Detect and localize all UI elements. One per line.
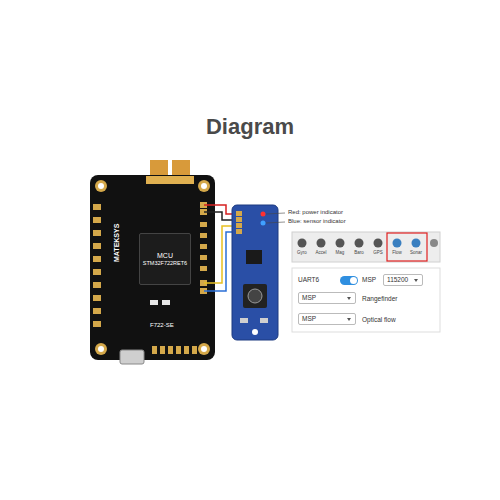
dropdown-value: MSP [302, 315, 316, 322]
solder-pad [160, 346, 165, 354]
icon-label: Accel [315, 250, 326, 255]
leader-line [266, 213, 285, 214]
solder-pad [93, 295, 101, 301]
sensor-icon [317, 239, 326, 248]
mount-hole [198, 180, 210, 192]
dropdown-caret [414, 279, 418, 282]
sensor-icon [412, 239, 421, 248]
icon-label: GPS [373, 250, 383, 255]
solder-pad [93, 269, 101, 275]
toggle-switch [340, 276, 358, 285]
solder-pad [192, 346, 197, 354]
icon-label: Baro [354, 250, 364, 255]
dropdown-value: 115200 [387, 276, 408, 283]
settings-panel [292, 268, 440, 332]
solder-pad [93, 204, 101, 210]
component [240, 318, 248, 323]
mount-hole [198, 343, 210, 355]
solder-pad [93, 321, 101, 327]
icon-label: Flow [392, 250, 402, 255]
mount-hole [98, 346, 104, 352]
callout-text: Red: power indicator [288, 209, 343, 216]
chip-heading: MCU [157, 252, 173, 260]
sensor-led [261, 221, 266, 226]
field-label: Optical flow [362, 316, 396, 323]
sensor-pad [236, 229, 242, 234]
sensor-icon [298, 239, 307, 248]
solder-pads [93, 204, 207, 354]
highlight-box [387, 233, 427, 261]
sensor-chip [246, 250, 262, 264]
sensor-bar [292, 232, 440, 262]
sensor-icons [298, 239, 439, 248]
lens-housing [243, 284, 267, 308]
sensor-pad [236, 223, 242, 228]
mount-hole [252, 329, 258, 335]
dropdown-box: MSP [298, 292, 356, 304]
chip-part-number: STM32F722RET6 [143, 260, 187, 266]
sensor-pad [236, 217, 242, 222]
icon-label: Sonar [410, 250, 422, 255]
solder-pad [200, 233, 207, 238]
sensor-icon [336, 239, 345, 248]
dropdown-caret [347, 318, 351, 321]
sensor-module [232, 205, 278, 340]
solder-pad [184, 346, 189, 354]
toggle-label: MSP [362, 276, 376, 283]
dropdown-box: MSP [298, 313, 356, 325]
page-title: Diagram [206, 114, 294, 139]
field-label: Rangefinder [362, 295, 397, 302]
sensor-icon [355, 239, 364, 248]
solder-pad [93, 243, 101, 249]
solder-pad [176, 346, 181, 354]
power-pad [146, 176, 194, 184]
dropdown-value: MSP [302, 294, 316, 301]
led [150, 300, 158, 305]
solder-pad [200, 244, 207, 249]
sensor-icon [393, 239, 402, 248]
solder-pad [200, 266, 207, 271]
callout-text: Blue: sensor indicator [288, 218, 346, 225]
power-led [261, 212, 266, 217]
sensor-pad [236, 211, 242, 216]
led [162, 300, 170, 305]
solder-pad [152, 346, 157, 354]
flight-controller-board [90, 175, 215, 360]
component [260, 318, 268, 323]
toggle-knob [350, 277, 357, 284]
solder-pad [200, 255, 207, 260]
solder-pad [200, 222, 207, 227]
mount-hole [201, 346, 207, 352]
dropdown-box: 115200 [383, 274, 423, 286]
solder-pad [93, 230, 101, 236]
solder-pad [93, 217, 101, 223]
usb-port [120, 350, 144, 364]
board-model: F722-SE [150, 322, 174, 329]
solder-pad [93, 308, 101, 314]
brand-name: MATEKSYS [113, 224, 121, 262]
lens [248, 289, 262, 303]
solder-pad [93, 256, 101, 262]
mcu-chip: MCUSTM32F722RET6 [139, 233, 191, 285]
mount-hole [95, 343, 107, 355]
leader-line [266, 222, 285, 223]
solder-pad [93, 282, 101, 288]
icon-label: Gyro [297, 250, 307, 255]
port-name: UART6 [298, 276, 319, 283]
solder-pad [168, 346, 173, 354]
mount-hole [201, 183, 207, 189]
sensor-icon [374, 239, 383, 248]
mount-hole [98, 183, 104, 189]
status-icon [430, 239, 438, 247]
dropdown-caret [347, 297, 351, 300]
icon-label: Mag [336, 250, 345, 255]
mount-hole [95, 180, 107, 192]
